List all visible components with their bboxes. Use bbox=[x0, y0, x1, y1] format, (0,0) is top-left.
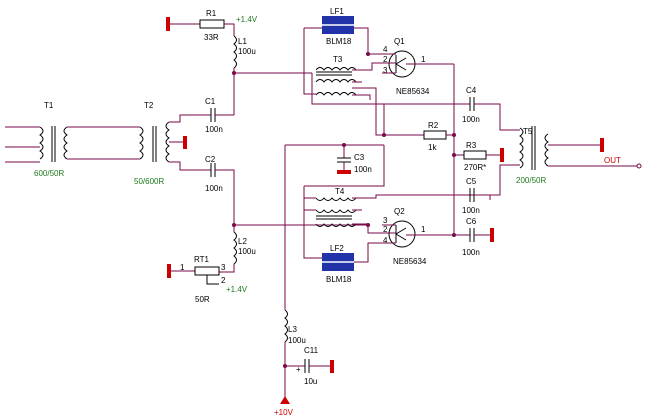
t1-ratio: 600/50R bbox=[34, 169, 64, 178]
supply-label: +10V bbox=[274, 408, 294, 417]
capacitor-c1: C1 100n bbox=[205, 97, 234, 134]
transformer-t2: T2 50/600R bbox=[134, 101, 170, 186]
l1-label: L1 bbox=[238, 37, 247, 46]
q1-pin3: 3 bbox=[383, 66, 388, 75]
transistor-q2: Q2 NE85634 3 2 4 1 bbox=[383, 207, 470, 266]
transformer-t3: T3 bbox=[315, 55, 357, 96]
q2-pin1: 1 bbox=[421, 225, 426, 234]
t3-label: T3 bbox=[333, 55, 343, 64]
output-terminal bbox=[636, 163, 642, 169]
c3-ground-marker bbox=[337, 170, 351, 174]
q1-pin1: 1 bbox=[421, 55, 426, 64]
l3-label: L3 bbox=[288, 325, 297, 334]
c1-label: C1 bbox=[205, 97, 216, 106]
resistor-r1 bbox=[199, 19, 225, 29]
transistor-q1: Q1 NE85634 4 2 3 1 bbox=[383, 37, 454, 96]
lf2-part: BLM18 bbox=[326, 275, 352, 284]
capacitor-c5: C5 100n bbox=[376, 164, 520, 215]
rt1-value: 50R bbox=[195, 295, 210, 304]
c3-value: 100n bbox=[354, 165, 372, 174]
q1-label: Q1 bbox=[394, 37, 405, 46]
c11-ground-marker bbox=[330, 360, 334, 373]
capacitor-c4: C4 100n bbox=[362, 86, 520, 131]
t4-label: T4 bbox=[335, 187, 345, 196]
t2-ratio: 50/600R bbox=[134, 177, 164, 186]
capacitor-c3: C3 100n bbox=[337, 153, 372, 174]
c4-label: C4 bbox=[466, 86, 477, 95]
q2-pin4: 4 bbox=[383, 236, 388, 245]
q1-pin4: 4 bbox=[383, 45, 388, 54]
t1-t2-link bbox=[67, 126, 140, 160]
t5-ratio: 200/50R bbox=[516, 176, 546, 185]
rt1-label: RT1 bbox=[194, 255, 210, 264]
c11-label: C11 bbox=[304, 346, 319, 355]
c6-ground-marker bbox=[490, 228, 494, 242]
c1-value: 100n bbox=[205, 125, 223, 134]
inductor-l2 bbox=[233, 231, 237, 265]
r3-value: 270R* bbox=[464, 163, 486, 172]
r1-label: R1 bbox=[206, 9, 217, 18]
r3-label: R3 bbox=[466, 141, 477, 150]
rt1-pin3: 3 bbox=[221, 263, 226, 272]
l2-label: L2 bbox=[238, 237, 247, 246]
rt1-pin1: 1 bbox=[180, 263, 185, 272]
q1-part: NE85634 bbox=[396, 87, 430, 96]
supply-arrow bbox=[280, 396, 290, 404]
r2-value: 1k bbox=[428, 143, 437, 152]
t5-label: T5 bbox=[523, 127, 533, 136]
rt1-pin2: 2 bbox=[221, 276, 226, 285]
inductor-l3 bbox=[284, 309, 288, 343]
c5-label: C5 bbox=[466, 177, 477, 186]
c5-value: 100n bbox=[462, 206, 480, 215]
capacitor-c6: C6 100n bbox=[462, 217, 494, 257]
q1-pin2: 2 bbox=[383, 55, 388, 64]
q2-label: Q2 bbox=[394, 207, 405, 216]
t2-label: T2 bbox=[144, 101, 154, 110]
lf1-label: LF1 bbox=[330, 7, 344, 16]
inductor-l1 bbox=[233, 35, 237, 69]
c6-value: 100n bbox=[462, 248, 480, 257]
c11-value: 10u bbox=[304, 377, 317, 386]
t1-label: T1 bbox=[44, 101, 54, 110]
r1-ground-marker bbox=[166, 17, 170, 31]
l3-value: 100u bbox=[288, 336, 306, 345]
capacitor-c2: C2 100n bbox=[205, 155, 235, 225]
svg-text:+: + bbox=[296, 365, 301, 374]
c6-label: C6 bbox=[466, 217, 477, 226]
trimmer-rt1 bbox=[194, 266, 220, 276]
r3-ground-marker bbox=[500, 148, 504, 162]
c2-value: 100n bbox=[205, 184, 223, 193]
q2-pin3: 3 bbox=[383, 216, 388, 225]
out-label: OUT bbox=[604, 156, 621, 165]
out-ground-marker bbox=[600, 138, 604, 152]
vplus-top-label: +1.4V bbox=[236, 15, 258, 24]
c2-label: C2 bbox=[205, 155, 216, 164]
resistor-r2 bbox=[423, 130, 447, 140]
transformer-t5: T5 200/50R bbox=[516, 126, 549, 185]
capacitor-c11: + C11 10u bbox=[296, 346, 334, 386]
q2-pin2: 2 bbox=[383, 225, 388, 234]
c4-value: 100n bbox=[462, 115, 480, 124]
q2-part: NE85634 bbox=[393, 257, 427, 266]
transformer-t4: T4 bbox=[315, 187, 357, 227]
t2-ground-marker bbox=[183, 136, 187, 149]
r2-label: R2 bbox=[428, 121, 439, 130]
c3-label: C3 bbox=[354, 153, 365, 162]
l1-value: 100u bbox=[238, 47, 256, 56]
rt1-ground-marker bbox=[167, 264, 171, 278]
lf1-part: BLM18 bbox=[326, 37, 352, 46]
r1-value: 33R bbox=[204, 33, 219, 42]
lf2-label: LF2 bbox=[330, 244, 344, 253]
vplus-bottom-label: +1.4V bbox=[226, 285, 248, 294]
transformer-t1: T1 600/50R bbox=[5, 101, 68, 178]
l2-value: 100u bbox=[238, 247, 256, 256]
resistor-r3 bbox=[463, 150, 487, 160]
